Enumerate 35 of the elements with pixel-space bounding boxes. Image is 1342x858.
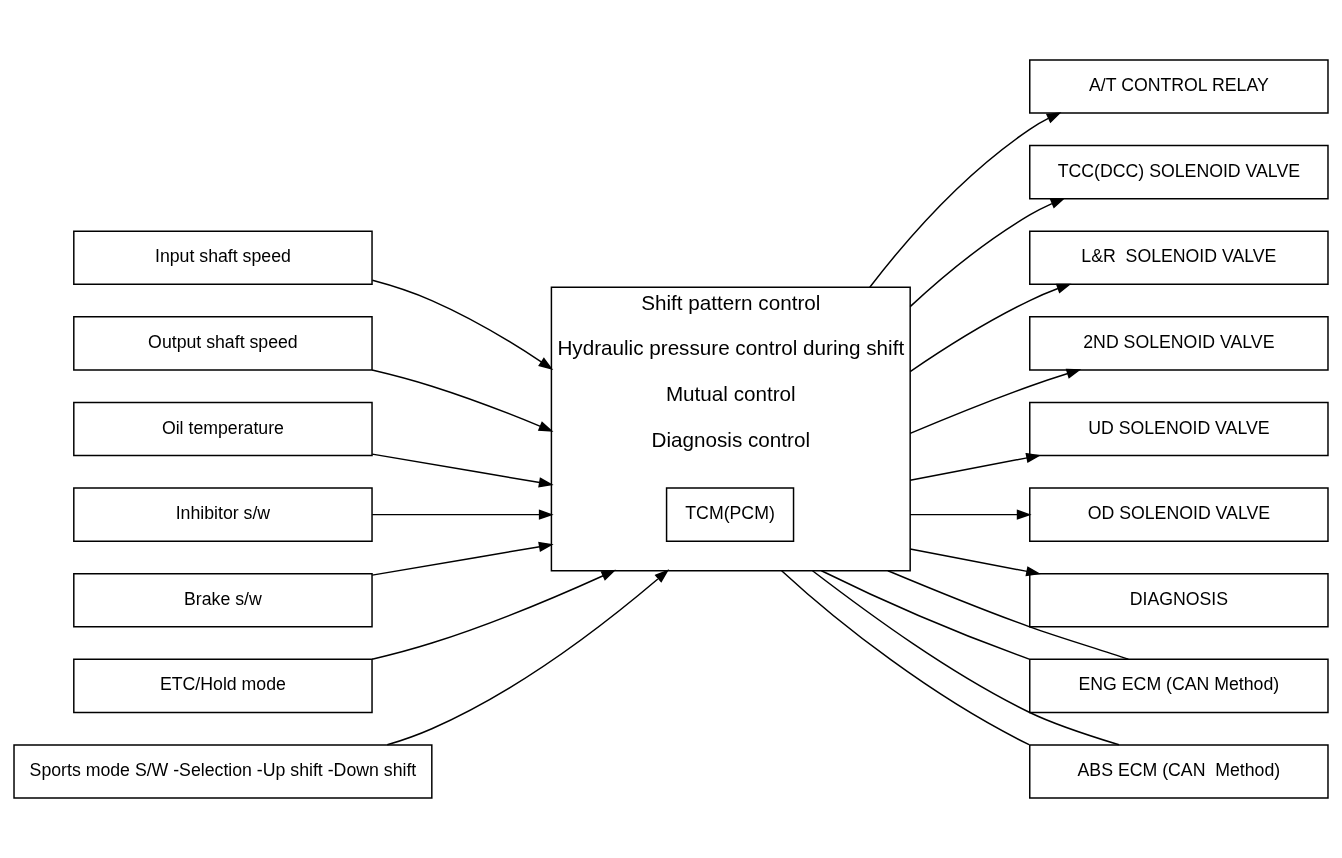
arrow	[371, 279, 554, 370]
node-box: ABS ECM (CAN Method)	[1029, 744, 1329, 799]
node-box: DIAGNOSIS	[1029, 572, 1329, 628]
node-box: Inhibitor s/w	[73, 487, 373, 542]
connector	[887, 570, 1130, 660]
arrow	[371, 569, 617, 661]
node-box: ENG ECM (CAN Method)	[1029, 658, 1329, 714]
connector	[780, 570, 1030, 746]
arrow	[386, 569, 670, 746]
arrow	[909, 368, 1082, 435]
connector	[820, 570, 1030, 660]
node-box: Output shaft speed	[73, 316, 373, 371]
arrow	[869, 112, 1062, 288]
node-box: Input shaft speed	[73, 230, 373, 286]
arrow	[371, 453, 554, 488]
arrow	[909, 283, 1072, 373]
node-box: A/T CONTROL RELAY	[1029, 59, 1329, 114]
node-box: TCC(DCC) SOLENOID VALVE	[1029, 144, 1329, 200]
arrow	[909, 197, 1066, 308]
arrow	[371, 369, 554, 432]
arrow	[909, 452, 1041, 482]
arrow	[371, 509, 554, 520]
node-box: UD SOLENOID VALVE	[1029, 401, 1329, 457]
arrow	[909, 509, 1032, 520]
node-box: Oil temperature	[73, 401, 373, 457]
arrow	[909, 548, 1041, 577]
node-box: L&R SOLENOID VALVE	[1029, 230, 1329, 286]
node-box: TCM(PCM)	[665, 487, 795, 542]
node-box: OD SOLENOID VALVE	[1029, 487, 1329, 542]
arrow	[371, 541, 554, 576]
node-box: 2ND SOLENOID VALVE	[1029, 316, 1329, 371]
node-box: ETC/Hold mode	[73, 658, 373, 714]
node-box: Brake s/w	[73, 572, 373, 628]
node-box: Sports mode S/W -Selection -Up shift -Down shift	[13, 744, 433, 799]
connector	[811, 570, 1120, 746]
